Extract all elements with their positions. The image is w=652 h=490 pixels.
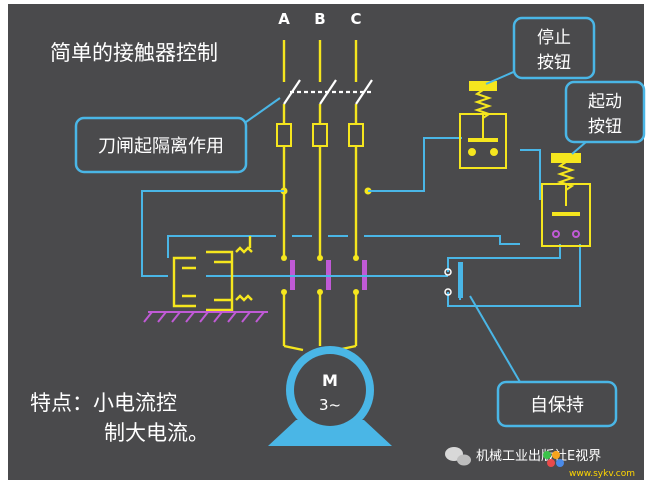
- motor-phase: 3~: [319, 396, 341, 414]
- callout-stop-line2: 按钮: [537, 53, 571, 73]
- phase-label-a: A: [278, 10, 290, 28]
- callout-knife-switch: 刀闸起隔离作用: [74, 97, 281, 174]
- start-button: [541, 153, 591, 247]
- callout-self-hold: 自保持: [469, 295, 618, 428]
- fuse-c: [348, 123, 364, 147]
- diagram-title: 简单的接触器控制: [50, 41, 218, 65]
- callout-knife-switch-text: 刀闸起隔离作用: [98, 136, 224, 157]
- knife-switch: [283, 79, 373, 105]
- watermark-text: 机械工业出版社E视界: [476, 448, 601, 464]
- feature-line-1: 特点：小电流控: [30, 391, 177, 415]
- phase-label-c: C: [350, 10, 361, 28]
- motor-label: M: [322, 371, 338, 390]
- site-logo-icon: [543, 451, 564, 467]
- fuse-a: [276, 123, 292, 147]
- watermark: 机械工业出版社E视界 www.sykv.com: [445, 447, 635, 479]
- self-hold-contact: [444, 262, 463, 298]
- stop-button: [459, 81, 507, 169]
- callout-start-line1: 起动: [588, 92, 622, 112]
- callout-start-line2: 按钮: [588, 117, 622, 137]
- motor: M 3~: [268, 346, 392, 446]
- contactor-coil: [172, 236, 253, 312]
- power-lines: [282, 40, 358, 352]
- ground-hatch: [143, 311, 268, 323]
- callout-start-button: 起动 按钮: [564, 80, 646, 155]
- fuses: [276, 123, 364, 147]
- callout-self-hold-text: 自保持: [530, 395, 584, 416]
- control-wiring: [141, 137, 581, 307]
- watermark-site: www.sykv.com: [569, 469, 635, 479]
- fuse-b: [312, 123, 328, 147]
- callout-stop-line1: 停止: [537, 28, 571, 48]
- wechat-icon: [445, 447, 471, 466]
- phase-label-b: B: [314, 10, 325, 28]
- feature-line-2: 制大电流。: [104, 421, 209, 445]
- callout-stop-button: 停止 按钮: [485, 16, 596, 85]
